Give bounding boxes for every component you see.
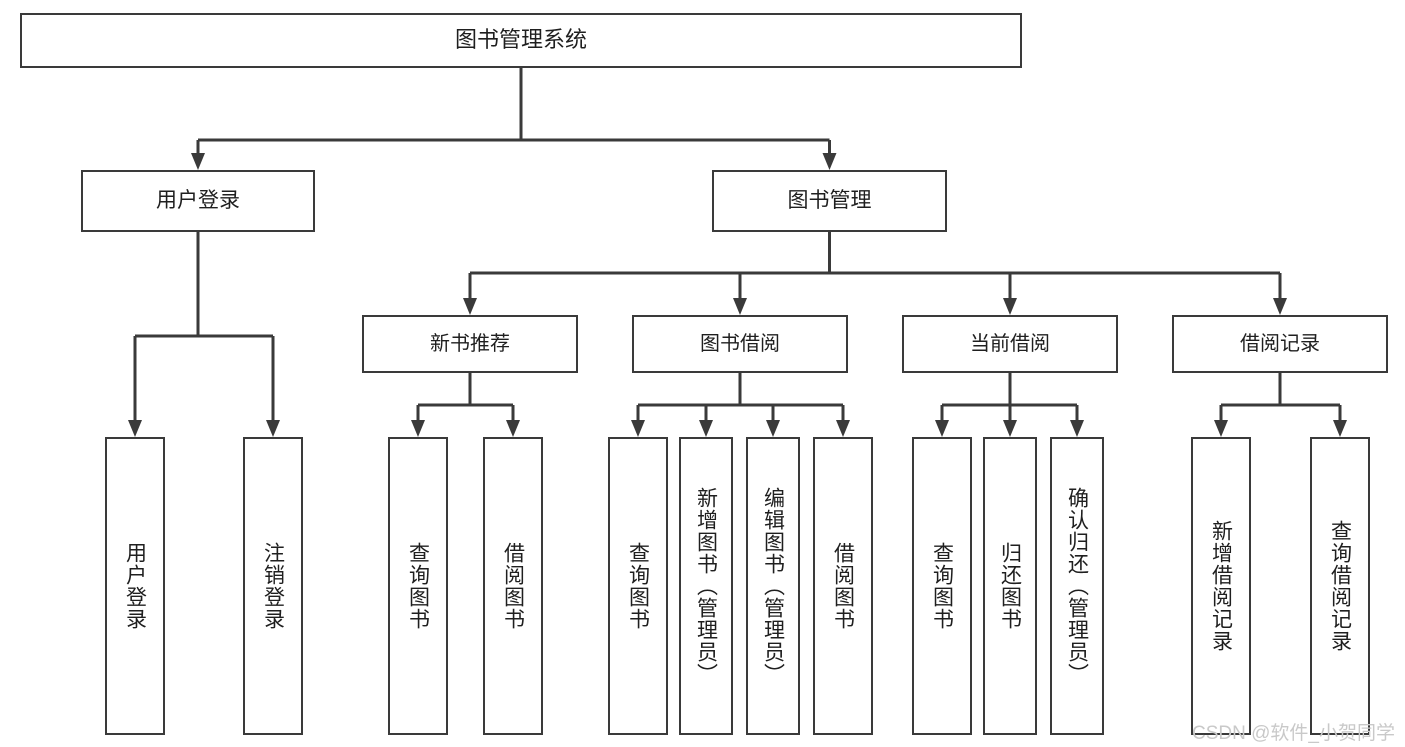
node-borrow-record[interactable]: 借阅记录 — [1172, 315, 1388, 373]
node-new-book-recommend[interactable]: 新书推荐 — [362, 315, 578, 373]
node-br-query-record[interactable]: 查询借阅记录 — [1310, 437, 1370, 735]
node-nb-borrow-book[interactable]: 借阅图书 — [483, 437, 543, 735]
node-label: 新增借阅记录 — [1209, 520, 1233, 652]
node-label: 借阅图书 — [831, 542, 855, 630]
node-user-login[interactable]: 用户登录 — [81, 170, 315, 232]
node-label: 查询图书 — [626, 542, 650, 630]
node-label: 编辑图书（管理员） — [761, 487, 785, 685]
node-bb-edit-book[interactable]: 编辑图书（管理员） — [746, 437, 800, 735]
node-label: 新书推荐 — [430, 332, 510, 355]
node-nb-query-book[interactable]: 查询图书 — [388, 437, 448, 735]
node-label: 借阅图书 — [501, 542, 525, 630]
node-label: 借阅记录 — [1240, 332, 1320, 355]
node-cb-confirm-return[interactable]: 确认归还（管理员） — [1050, 437, 1104, 735]
node-bb-query-book[interactable]: 查询图书 — [608, 437, 668, 735]
node-label: 新增图书（管理员） — [694, 487, 718, 685]
node-user-logout[interactable]: 注销登录 — [243, 437, 303, 735]
node-current-borrow[interactable]: 当前借阅 — [902, 315, 1118, 373]
node-bb-borrow-book[interactable]: 借阅图书 — [813, 437, 873, 735]
node-label: 查询图书 — [930, 542, 954, 630]
node-user-login-do[interactable]: 用户登录 — [105, 437, 165, 735]
node-label: 用户登录 — [123, 542, 147, 630]
node-label: 用户登录 — [156, 189, 240, 213]
node-cb-return-book[interactable]: 归还图书 — [983, 437, 1037, 735]
node-book-borrow[interactable]: 图书借阅 — [632, 315, 848, 373]
watermark-text: CSDN @软件_小贺同学 — [1192, 723, 1395, 744]
node-label: 当前借阅 — [970, 332, 1050, 355]
node-label: 确认归还（管理员） — [1065, 487, 1089, 685]
node-cb-query-book[interactable]: 查询图书 — [912, 437, 972, 735]
node-label: 图书管理 — [787, 189, 872, 213]
node-root[interactable]: 图书管理系统 — [20, 13, 1022, 68]
node-label: 图书管理系统 — [454, 27, 587, 53]
node-label: 归还图书 — [998, 542, 1022, 630]
node-label: 查询借阅记录 — [1328, 520, 1352, 652]
node-br-add-record[interactable]: 新增借阅记录 — [1191, 437, 1251, 735]
node-label: 图书借阅 — [700, 332, 780, 355]
node-book-manage[interactable]: 图书管理 — [712, 170, 947, 232]
node-label: 注销登录 — [261, 542, 285, 630]
node-label: 查询图书 — [406, 542, 430, 630]
node-bb-add-book[interactable]: 新增图书（管理员） — [679, 437, 733, 735]
